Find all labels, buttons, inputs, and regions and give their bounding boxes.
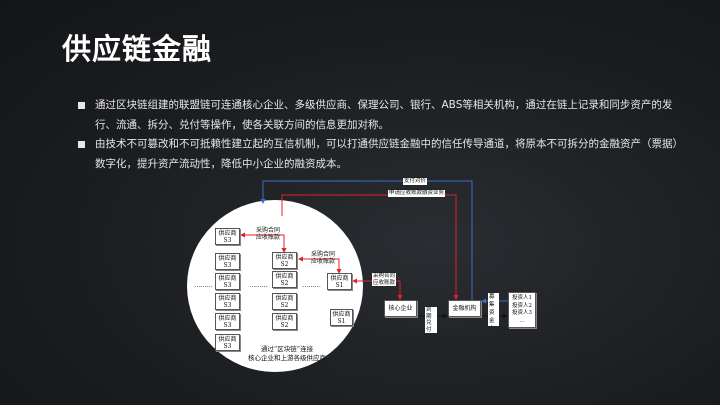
pay-consideration-label: 支付对价 [403, 178, 428, 185]
contract-receivable-label: 采购合同应收账款 [256, 227, 281, 241]
investors-box: 投资人1 投资人2 投资人3 … [508, 292, 536, 328]
apply-financing-arrow [281, 194, 459, 300]
bullet-text: 通过区块链组建的联盟链可连通核心企业、多级供应商、保理公司、银行、ABS等相关机… [95, 99, 673, 131]
bullet-item: 通过区块链组建的联盟链可连通核心企业、多级供应商、保理公司、银行、ABS等相关机… [78, 96, 678, 135]
maturity-payment-label: 到期兑付 [425, 307, 437, 333]
investor-2: 投资人2 [512, 302, 532, 309]
bullet-item: 由技术不可篡改和不可抵赖性建立起的互信机制，可以打通供应链金融中的信任传导通道，… [78, 135, 678, 174]
bullet-list: 通过区块链组建的联盟链可连通核心企业、多级供应商、保理公司、银行、ABS等相关机… [78, 96, 678, 174]
ellipsis: ……… [302, 281, 321, 289]
bullet-text: 由技术不可篡改和不可抵赖性建立起的互信机制，可以打通供应链金融中的信任传导通道，… [95, 138, 678, 170]
raise-funds-label: 募集资金本金收益 [488, 293, 499, 326]
pay-consideration-arrow [260, 180, 473, 300]
bullet-square-icon [78, 141, 85, 148]
page-title: 供应链金融 [62, 32, 213, 66]
investor-3: 投资人3 [512, 310, 532, 316]
investor-more: … [519, 317, 525, 324]
investor-1: 投资人1 [512, 295, 532, 301]
contract-receivable-label: 采购合同应收账款 [311, 251, 336, 265]
contract-receivable-label: 采购合同应收账款 [372, 273, 397, 286]
ellipsis: ……… [249, 281, 268, 289]
circle-caption: 通过“区块链”连接核心企业和上游各级供应商 [248, 345, 326, 362]
financial-institution-box: 金融机构 [448, 300, 481, 317]
bullet-square-icon [78, 102, 85, 109]
s2-to-s3-arrow [240, 232, 285, 238]
ellipsis: ……… [194, 281, 213, 289]
s1-to-s2-arrow [298, 256, 340, 262]
apply-financing-label: 申请应收账款融资业务 [388, 190, 446, 197]
core-enterprise-box: 核心企业 [384, 300, 417, 317]
